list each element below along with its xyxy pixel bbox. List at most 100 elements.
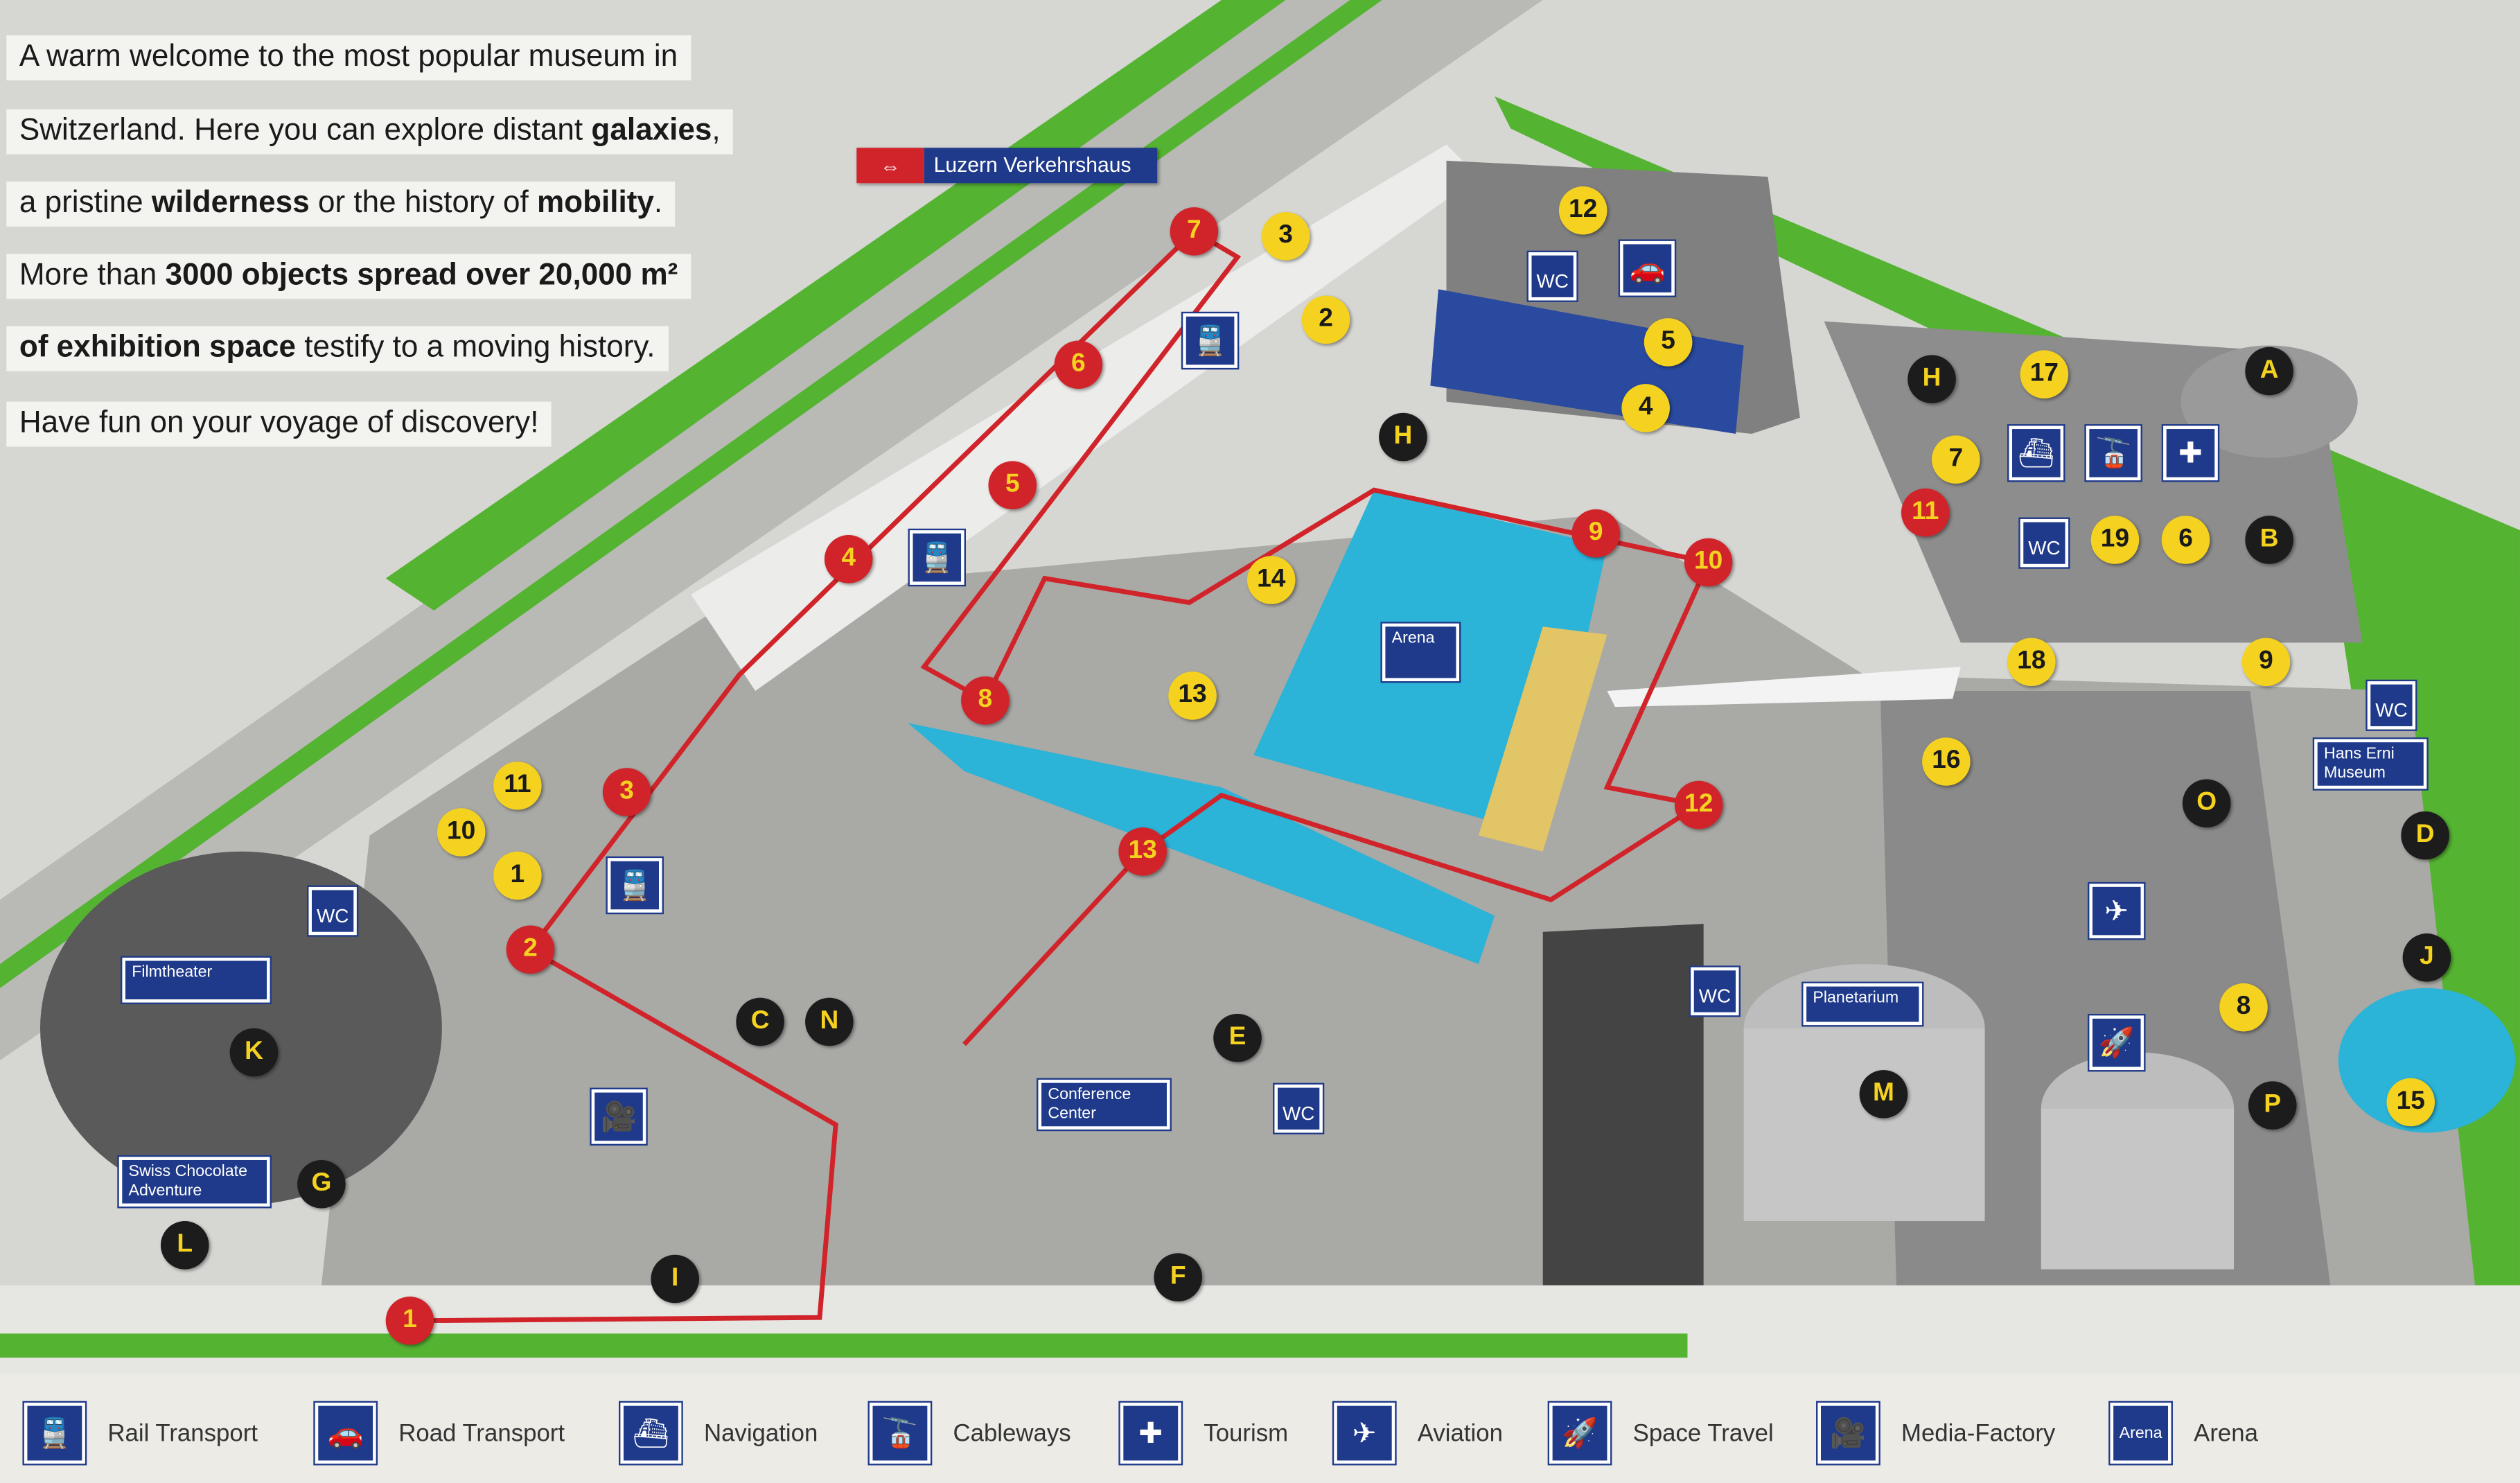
building-dark [1542,924,1704,1285]
navigation-icon: ⛴ [619,1401,683,1466]
facility-marker[interactable]: P [2248,1081,2297,1130]
cableways-icon: 🚡 [2084,424,2142,482]
route-stop-marker[interactable]: 1 [385,1297,434,1345]
rail-transport-icon: 🚆 [1181,311,1240,370]
route-stop-marker[interactable]: 8 [961,676,1010,725]
facility-marker[interactable]: D [2401,811,2449,860]
water-channel [908,723,1495,965]
exhibit-marker[interactable]: 9 [2241,638,2291,686]
space-travel-icon: 🚀 [1547,1401,1612,1466]
label-planetarium[interactable]: Planetarium [1801,981,1924,1027]
exhibit-marker[interactable]: 3 [1261,212,1310,261]
facility-marker[interactable]: L [160,1221,209,1270]
exhibit-marker[interactable]: 4 [1621,384,1670,432]
exhibit-marker[interactable]: 15 [2386,1078,2435,1127]
pond [2338,988,2516,1133]
exhibit-marker[interactable]: 19 [2090,516,2140,564]
legend-item-navigation: ⛴ Navigation [619,1401,818,1466]
filmtheater-building [39,851,442,1205]
legend-item-cableways: 🚡 Cableways [867,1401,1071,1466]
navigation-icon: ⛴ [2007,424,2065,482]
sbb-arrows-icon: ⇔ [856,148,924,184]
intro-line: a pristine wilderness or the history of … [6,181,676,227]
station-sign: ⇔ Luzern Verkehrshaus [856,148,1157,184]
cableways-icon: 🚡 [867,1401,933,1466]
legend-item-tourism: ✚Tourism [1118,1401,1288,1466]
legend-item-road-transport: 🚗 Road Transport [313,1401,565,1466]
route-stop-marker[interactable]: 12 [1674,780,1723,830]
legend-item-aviation: ✈Aviation [1332,1401,1503,1466]
route-stop-marker[interactable]: 5 [988,461,1037,509]
exhibit-marker[interactable]: 13 [1168,672,1217,720]
swissair-plane [1607,667,1961,708]
beach [1478,626,1607,852]
wc-sign: WC [2365,679,2417,731]
route-stop-marker[interactable]: 10 [1684,538,1733,587]
wc-sign: WC [1689,965,1741,1017]
intro-line: A warm welcome to the most popular museu… [6,35,691,80]
label-swiss-chocolate-adventure[interactable]: Swiss Chocolate Adventure [117,1155,272,1209]
exhibit-marker[interactable]: 17 [2020,350,2069,398]
route-stop-marker[interactable]: 7 [1170,207,1219,256]
exhibit-marker[interactable]: 16 [1922,737,1971,786]
facility-marker[interactable]: A [2245,346,2293,396]
exhibit-marker[interactable]: 12 [1558,186,1607,235]
route-stop-marker[interactable]: 9 [1571,509,1621,558]
facility-marker[interactable]: J [2402,933,2451,982]
road-transport-icon: 🚗 [313,1401,378,1466]
route-stop-marker[interactable]: 4 [824,535,873,583]
legend-label: Road Transport [398,1419,565,1447]
facility-marker[interactable]: C [736,997,784,1046]
legend-label: Media-Factory [1901,1419,2056,1447]
legend-label: Rail Transport [107,1419,258,1447]
label-hans-erni-museum[interactable]: Hans Erni Museum [2312,737,2429,791]
facility-marker[interactable]: K [229,1028,279,1077]
facility-marker[interactable]: H [1379,412,1427,462]
exhibit-marker[interactable]: 14 [1246,556,1296,604]
facility-marker[interactable]: H [1907,355,1956,403]
route-stop-marker[interactable]: 3 [602,768,651,816]
facility-marker[interactable]: G [297,1159,346,1209]
exhibit-marker[interactable]: 6 [2161,516,2210,564]
route-stop-marker[interactable]: 6 [1054,340,1103,389]
route-stop-marker[interactable]: 13 [1118,827,1167,876]
tourism-icon: ✚ [1118,1401,1183,1466]
station-name: Luzern Verkehrshaus [924,148,1157,184]
legend-label: Cableways [953,1419,1071,1447]
aviation-icon: ✈ [2088,881,2146,940]
facility-marker[interactable]: N [805,997,854,1046]
label-arena[interactable]: Arena [1380,622,1461,683]
exhibit-marker[interactable]: 8 [2219,983,2268,1032]
exhibit-marker[interactable]: 1 [493,851,542,900]
facility-marker[interactable]: M [1859,1070,1908,1118]
facility-marker[interactable]: I [651,1254,699,1304]
media-factory-icon: 🎥 [590,1087,648,1146]
intro-line: Have fun on your voyage of discovery! [6,401,552,447]
route-stop-marker[interactable]: 11 [1901,488,1950,537]
legend-item-media-factory: 🎥 Media-Factory [1816,1401,2056,1466]
facility-marker[interactable]: B [2245,516,2293,564]
arena-icon: Arena [2108,1401,2173,1466]
facility-marker[interactable]: E [1213,1013,1262,1062]
exhibit-marker[interactable]: 10 [437,808,486,857]
legend: 🚆Rail Transport 🚗 Road Transport ⛴ Navigat… [0,1374,2520,1483]
exhibit-marker[interactable]: 7 [1932,435,1980,484]
exhibit-marker[interactable]: 2 [1301,295,1350,344]
facility-marker[interactable]: F [1154,1253,1202,1301]
label-filmtheater[interactable]: Filmtheater [120,956,272,1005]
route-stop-marker[interactable]: 2 [506,925,555,974]
legend-label: Navigation [703,1419,818,1447]
exhibit-marker[interactable]: 11 [493,761,542,810]
exhibit-marker[interactable]: 5 [1644,318,1693,367]
space-travel-icon: 🚀 [2088,1013,2146,1072]
label-conference-center[interactable]: Conference Center [1037,1078,1172,1132]
exhibit-marker[interactable]: 18 [2007,638,2056,686]
wc-sign: WC [307,885,359,937]
intro-line: of exhibition space testify to a moving … [6,326,669,371]
rail-hall-roof [691,144,1479,691]
intro-line: More than 3000 objects spread over 20,00… [6,254,691,299]
media-factory-icon: 🎥 [1816,1401,1880,1466]
facility-marker[interactable]: O [2182,779,2231,828]
legend-item-rail-transport: 🚆Rail Transport [22,1401,258,1466]
